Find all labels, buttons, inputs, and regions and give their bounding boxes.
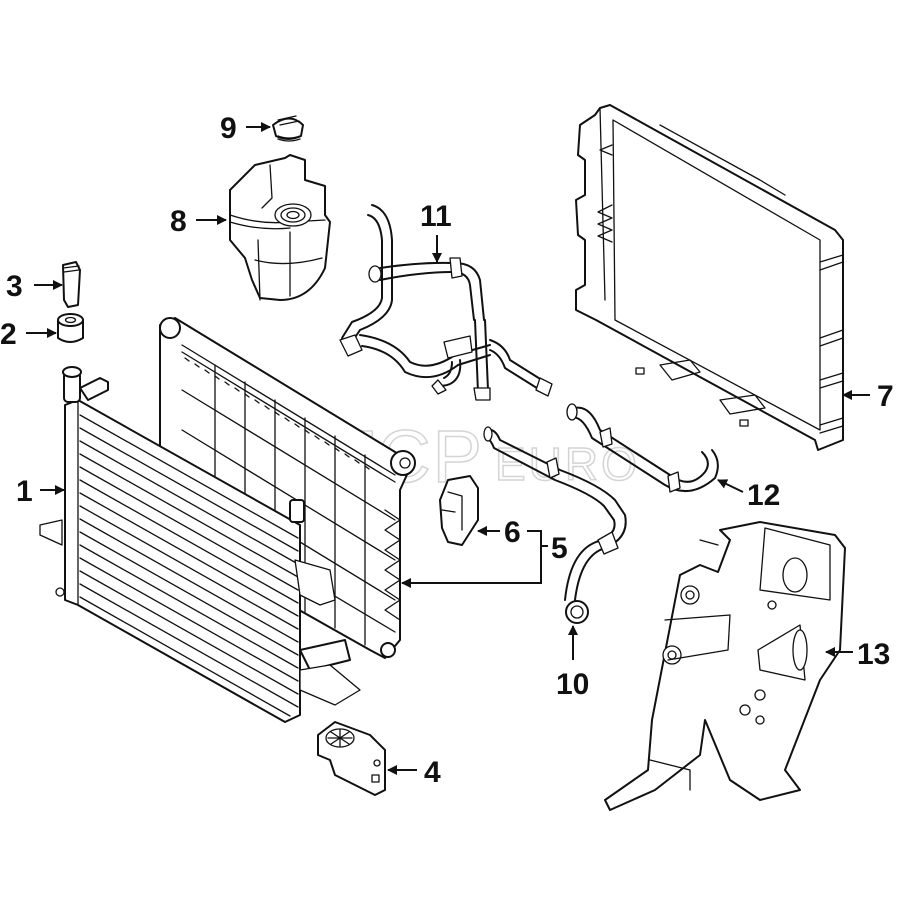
callout-5: 5 xyxy=(551,532,568,565)
part-6-clip xyxy=(439,475,479,546)
callout-1: 1 xyxy=(16,475,33,508)
callout-10: 10 xyxy=(556,668,589,701)
radiator-fins xyxy=(79,414,299,717)
callout-9: 9 xyxy=(220,112,237,145)
part-2-bushing xyxy=(57,313,84,343)
watermark-brand-suffix: EURO xyxy=(495,438,640,490)
part-4-lower-bracket xyxy=(317,721,386,796)
callout-numbers: 9 8 3 2 1 11 7 12 6 5 10 13 4 xyxy=(0,112,894,789)
callout-8: 8 xyxy=(170,205,187,238)
part-8-expansion-tank xyxy=(229,154,331,301)
part-3-pin xyxy=(62,261,81,308)
part-11-hose-assembly xyxy=(339,204,553,401)
part-7-shroud-frame xyxy=(575,104,844,451)
callout-4: 4 xyxy=(424,756,441,789)
callout-leaders xyxy=(26,122,870,775)
part-9-cap xyxy=(272,115,304,142)
leader-5 xyxy=(401,530,542,588)
part-12-bypass-hose xyxy=(566,403,719,493)
part-1-radiator xyxy=(39,366,361,723)
callout-11: 11 xyxy=(420,200,452,233)
part-13-mounting-bracket xyxy=(604,521,846,811)
callout-7: 7 xyxy=(877,380,894,413)
part-10-lower-hose xyxy=(483,426,627,624)
callout-6: 6 xyxy=(504,516,521,549)
callout-13: 13 xyxy=(857,638,890,671)
part-5-support-frame xyxy=(159,317,416,659)
callout-12: 12 xyxy=(747,479,780,512)
callout-3: 3 xyxy=(6,270,23,303)
leader-12 xyxy=(717,479,744,493)
support-frame-ribs xyxy=(181,364,396,646)
callout-2: 2 xyxy=(0,318,17,351)
